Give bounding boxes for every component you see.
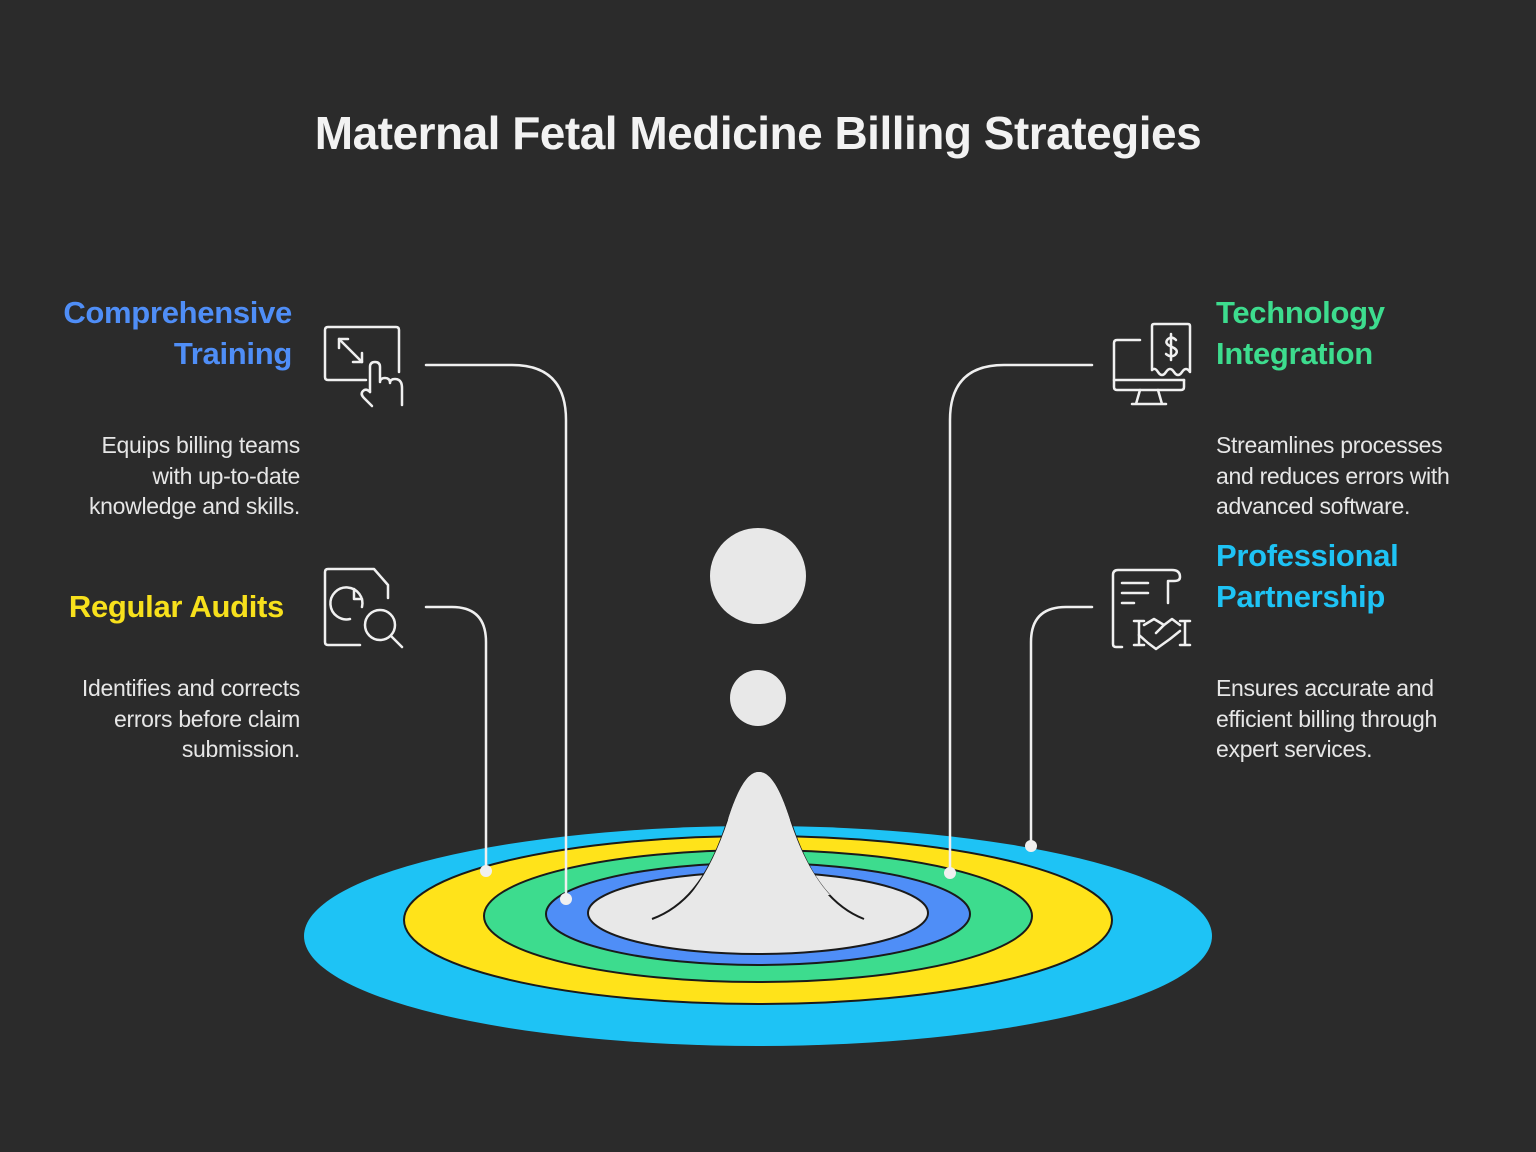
training-heading: Comprehensive Training: [63, 295, 292, 371]
connector-audits: [424, 605, 488, 872]
document-clock-search-icon: [323, 567, 404, 649]
contract-handshake-icon: [1111, 568, 1192, 651]
connector-partnership: [1029, 605, 1094, 847]
connector-dot-training: [560, 893, 572, 905]
touch-resize-screen-icon: [323, 325, 404, 408]
connector-dot-audits: [480, 865, 492, 877]
connector-training: [424, 363, 568, 900]
connector-dot-technology: [944, 867, 956, 879]
connector-technology: [948, 363, 1094, 874]
technology-heading: Technology Integration: [1216, 295, 1385, 371]
audits-description: Identifies and corrects errors before cl…: [81, 675, 300, 762]
training-description: Equips billing teams with up-to-date kno…: [88, 432, 300, 519]
partnership-description: Ensures accurate and efficient billing t…: [1216, 675, 1437, 762]
partnership-heading: Professional Partnership: [1216, 538, 1399, 614]
drop-small: [730, 670, 786, 726]
computer-invoice-icon: [1112, 322, 1192, 406]
page-title: Maternal Fetal Medicine Billing Strategi…: [314, 107, 1202, 159]
drop-large: [710, 528, 806, 624]
connector-dot-partnership: [1025, 840, 1037, 852]
technology-description: Streamlines processes and reduces errors…: [1216, 432, 1450, 519]
audits-heading: Regular Audits: [68, 589, 284, 624]
